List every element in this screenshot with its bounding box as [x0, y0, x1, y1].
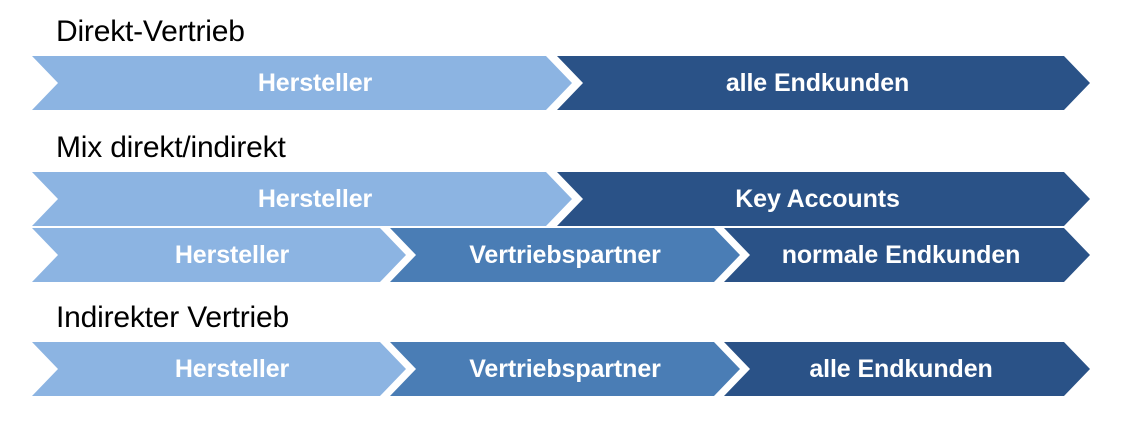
- chevron-row-direkt-row-1: Hersteller alle Endkunden: [0, 56, 1126, 110]
- chevron-label: Key Accounts: [735, 184, 900, 213]
- chevron-label: alle Endkunden: [725, 68, 910, 97]
- chevron-segment-hersteller[interactable]: Hersteller: [32, 56, 572, 110]
- chevron-segment-vertriebspartner[interactable]: Vertriebspartner: [390, 228, 740, 282]
- chevron-label: Vertriebspartner: [469, 354, 661, 383]
- chevron-label: Hersteller: [257, 68, 373, 97]
- chevron-segment-normale-endkunden[interactable]: normale Endkunden: [724, 228, 1090, 282]
- chevron-label: alle Endkunden: [809, 354, 993, 383]
- chevron-segment-hersteller[interactable]: Hersteller: [32, 172, 572, 226]
- group-title-indirekter-vertrieb: Indirekter Vertrieb: [56, 301, 289, 334]
- chevron-segment-hersteller[interactable]: Hersteller: [32, 228, 406, 282]
- chevron-label: Hersteller: [174, 354, 290, 383]
- chevron-segment-alle-endkunden[interactable]: alle Endkunden: [724, 342, 1090, 396]
- chevron-segment-hersteller[interactable]: Hersteller: [32, 342, 406, 396]
- chevron-segment-key-accounts[interactable]: Key Accounts: [557, 172, 1090, 226]
- chevron-label: Hersteller: [174, 240, 290, 269]
- chevron-row-mix-row-2: Hersteller Vertriebspartner normale Endk…: [0, 228, 1126, 282]
- chevron-row-mix-row-1: Hersteller Key Accounts: [0, 172, 1126, 226]
- chevron-row-indirekt-row-1: Hersteller Vertriebspartner alle Endkund…: [0, 342, 1126, 396]
- chevron-segment-vertriebspartner[interactable]: Vertriebspartner: [390, 342, 740, 396]
- chevron-label: Hersteller: [257, 184, 373, 213]
- chevron-label: normale Endkunden: [781, 240, 1021, 269]
- chevron-segment-alle-endkunden[interactable]: alle Endkunden: [557, 56, 1090, 110]
- chevron-label: Vertriebspartner: [469, 240, 661, 269]
- group-title-direkt-vertrieb: Direkt-Vertrieb: [56, 15, 245, 48]
- group-title-mix-direkt-indirekt: Mix direkt/indirekt: [56, 131, 286, 164]
